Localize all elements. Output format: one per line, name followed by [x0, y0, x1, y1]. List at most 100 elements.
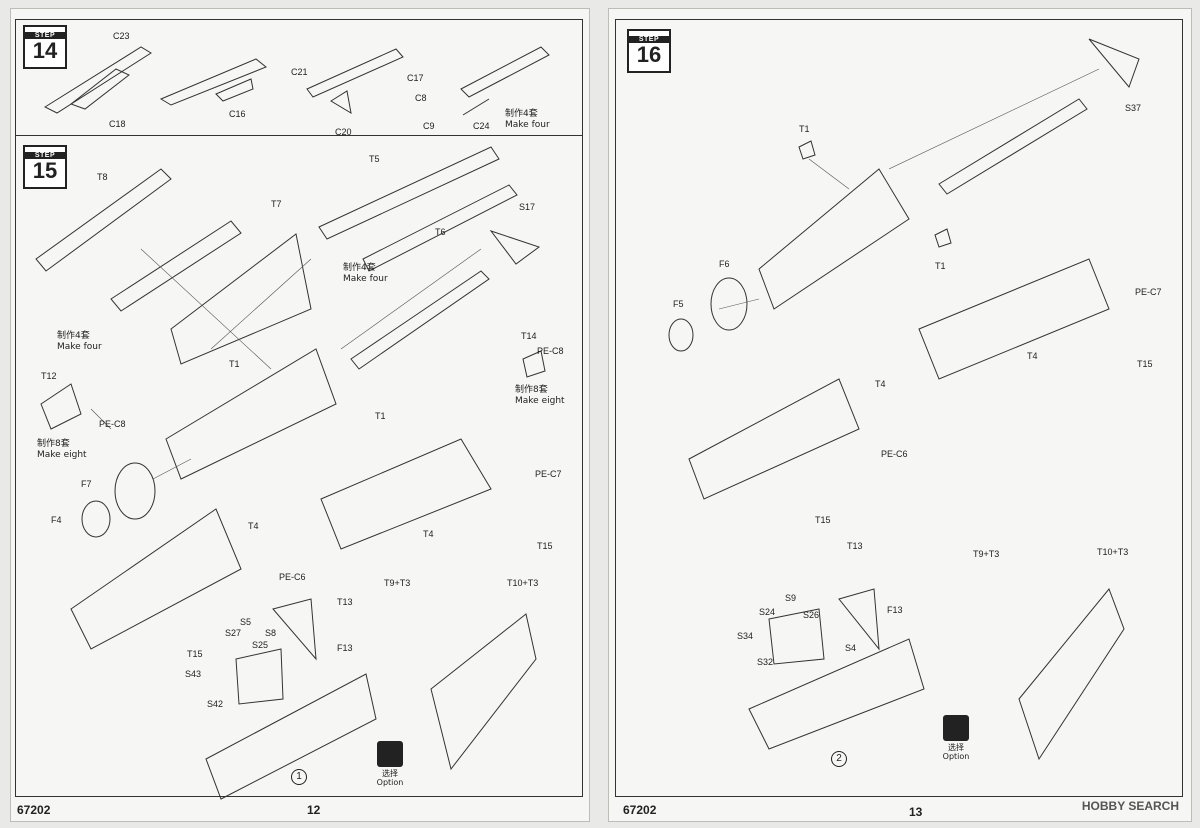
- part-label: T15: [1137, 359, 1153, 369]
- part-label: S42: [207, 699, 224, 709]
- guide-line: [90, 408, 112, 430]
- cage-body-drawing: [918, 258, 1110, 380]
- part-label: C16: [229, 109, 246, 119]
- part-label: T1: [229, 359, 240, 369]
- part-label: T1: [935, 261, 946, 271]
- part-label: S34: [737, 631, 754, 641]
- right-line-art: [668, 38, 1140, 761]
- part-label: F6: [719, 259, 730, 269]
- part-label: T1: [375, 411, 386, 421]
- cage-body-drawing: [205, 673, 377, 800]
- part-label: PE-C6: [279, 572, 306, 582]
- part-label: PE-C8: [99, 419, 126, 429]
- option-label: 选择 Option: [371, 769, 409, 787]
- part-label: S43: [185, 669, 202, 679]
- part-label: PE-C7: [1135, 287, 1162, 297]
- part-label: C20: [335, 127, 352, 137]
- part-label: T12: [41, 371, 57, 381]
- guide-line: [140, 248, 272, 370]
- step-label: STEP: [629, 35, 669, 43]
- part-label: S37: [1125, 103, 1142, 113]
- make-eight-note: 制作8套 Make eight: [37, 439, 87, 461]
- option-en: Option: [942, 752, 970, 761]
- rail-T6-drawing: [362, 184, 518, 272]
- step-number: 15: [32, 157, 58, 183]
- part-label: T15: [187, 649, 203, 659]
- part-label: C17: [407, 73, 424, 83]
- make-four-note: 制作4套 Make four: [505, 109, 550, 131]
- cage-body-drawing: [70, 508, 242, 650]
- left-page: STEP 14 STEP 15: [10, 8, 590, 822]
- missile-fin-drawing: [215, 78, 254, 102]
- pylon-drawing: [462, 98, 490, 116]
- note-cn: 制作4套: [343, 263, 376, 273]
- part-label: S4: [845, 643, 857, 653]
- step14-badge: STEP 14: [23, 25, 67, 69]
- option-cn: 选择: [948, 743, 964, 752]
- mount-T1-drawing: [934, 228, 952, 248]
- part-label: T9+T3: [973, 549, 1000, 559]
- missile-drawing: [350, 270, 490, 370]
- rail-T5-drawing: [318, 146, 500, 240]
- step16-badge: STEP 16: [627, 29, 671, 73]
- part-label: F13: [337, 643, 353, 653]
- note-en: Make eight: [515, 396, 565, 406]
- step16-frame: [615, 19, 1183, 797]
- step-label: STEP: [25, 31, 65, 39]
- part-label: S27: [225, 628, 242, 638]
- option-cn: 选择: [382, 769, 398, 778]
- mount-T1-drawing: [798, 140, 816, 160]
- step-label: STEP: [25, 151, 65, 159]
- mount-T12-drawing: [40, 383, 82, 430]
- guide-line: [210, 258, 312, 350]
- part-label: C21: [291, 67, 308, 77]
- cage-body-drawing: [170, 233, 312, 365]
- part-label: T4: [248, 521, 259, 531]
- part-label: F13: [887, 605, 903, 615]
- note-cn: 制作8套: [515, 385, 548, 395]
- nose-cone-drawing: [489, 230, 541, 265]
- part-label: C9: [423, 121, 435, 131]
- variant-number: 1: [291, 769, 307, 785]
- part-label: T13: [337, 597, 353, 607]
- part-label: T10+T3: [1097, 547, 1129, 557]
- part-label: S26: [803, 610, 820, 620]
- step-number: 16: [636, 41, 662, 67]
- note-en: Make four: [505, 120, 550, 130]
- footer-code: 67202: [17, 803, 51, 817]
- watermark: HOBBY SEARCH: [1081, 799, 1179, 813]
- note-cn: 制作4套: [57, 331, 90, 341]
- page-number: 12: [307, 803, 321, 817]
- part-label: PE-C6: [881, 449, 908, 459]
- guide-line: [152, 458, 192, 480]
- rail-T7-drawing: [110, 220, 242, 312]
- option-en: Option: [376, 778, 404, 787]
- part-label: S9: [785, 593, 797, 603]
- frame-F13-drawing: [838, 588, 880, 651]
- cap-F4-drawing: [81, 500, 111, 538]
- guide-line: [718, 298, 760, 310]
- variant-number: 2: [831, 751, 847, 767]
- footer-code: 67202: [623, 803, 657, 817]
- part-label: T8: [97, 172, 108, 182]
- note-en: Make four: [343, 274, 388, 284]
- missile-drawing: [460, 46, 550, 98]
- cage-body-drawing: [758, 168, 910, 310]
- missile-drawing: [306, 48, 404, 98]
- part-label: T4: [875, 379, 886, 389]
- cage-body-drawing: [688, 378, 860, 500]
- right-page: STEP 16 S37 T1 T1 F6 F5 PE-C7 T4 T15: [608, 8, 1192, 822]
- cap-F6-drawing: [710, 277, 748, 331]
- left-line-art: [35, 46, 550, 800]
- part-label: C18: [109, 119, 126, 129]
- cap-F7-drawing: [114, 462, 156, 520]
- cap-F5-drawing: [668, 318, 694, 352]
- part-label: T15: [815, 515, 831, 525]
- missile-fin-drawing: [69, 68, 130, 110]
- step15-badge: STEP 15: [23, 145, 67, 189]
- part-label: S17: [519, 202, 536, 212]
- option-icon: [943, 715, 969, 741]
- step-number: 14: [32, 37, 58, 63]
- part-label: PE-C7: [535, 469, 562, 479]
- part-label: T15: [537, 541, 553, 551]
